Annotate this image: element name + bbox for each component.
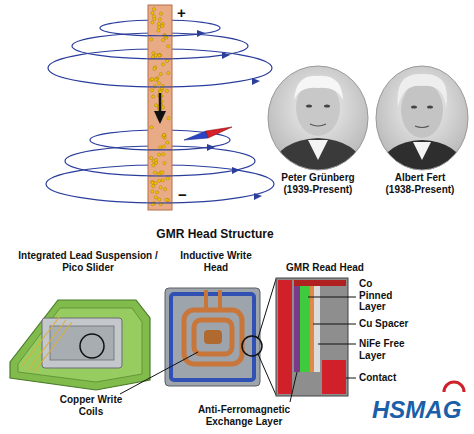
part-name: Inductive Write Head: [180, 250, 252, 273]
charge-dot: [154, 196, 157, 199]
part-name: GMR Read Head: [270, 262, 380, 274]
charge-dot: [152, 95, 155, 98]
layer-name: Co Pinned Layer: [359, 278, 403, 313]
charge-dot: [161, 171, 164, 174]
charge-dot: [156, 191, 159, 194]
charge-dot: [162, 63, 165, 66]
charge-dot: [157, 53, 160, 56]
charge-dot: [167, 45, 170, 48]
current-arrowhead: [154, 111, 166, 124]
charge-dot: [154, 78, 157, 81]
charge-dot: [158, 146, 161, 149]
charge-dot: [166, 141, 169, 144]
charge-dot: [161, 179, 164, 182]
charge-dot: [150, 89, 153, 92]
charge-dot: [166, 177, 169, 180]
charge-dot: [158, 54, 161, 57]
inductive-write-head: [165, 288, 262, 386]
charge-dot: [158, 18, 161, 21]
charge-dot: [152, 8, 155, 11]
charge-dot: [161, 106, 164, 109]
compass-needle-blue: [184, 131, 208, 140]
charge-dot: [151, 190, 154, 193]
polarity-sign: −: [178, 186, 187, 203]
charge-dot: [154, 171, 157, 174]
charge-dot: [159, 73, 162, 76]
charge-dot: [151, 78, 154, 81]
charge-dot: [162, 145, 165, 148]
charge-dot: [151, 21, 154, 24]
charge-dot: [158, 153, 161, 156]
charge-dot: [157, 29, 160, 32]
charge-dot: [162, 153, 165, 156]
wire: [148, 5, 172, 210]
charge-dot: [167, 117, 170, 120]
charge-dot: [154, 54, 157, 57]
charge-dot: [162, 133, 165, 136]
charge-dot: [150, 126, 153, 129]
charge-dot: [152, 185, 155, 188]
layer-name: Cu Spacer: [359, 318, 469, 330]
portrait-dates: (1938-Present): [368, 184, 472, 196]
part-name: Anti-Ferromagnetic Exchange Layer: [182, 404, 306, 427]
watermark: HSMAG: [372, 396, 472, 424]
section-title: GMR Head Structure: [130, 228, 300, 242]
charge-dot: [157, 82, 160, 85]
charge-dot: [150, 38, 153, 41]
portrait-dates: (1939-Present): [258, 184, 378, 196]
layer-name: NiFe Free Layer: [359, 338, 417, 361]
portrait-fert: [376, 66, 468, 175]
charge-dot: [154, 158, 157, 161]
charge-dot: [166, 60, 169, 63]
charge-dot: [151, 181, 154, 184]
charge-dot: [165, 198, 168, 201]
charge-dot: [152, 52, 155, 55]
charge-dot: [163, 162, 166, 165]
charge-dot: [159, 12, 162, 15]
charge-dot: [162, 39, 165, 42]
charge-dot: [163, 134, 166, 137]
zoom-line: [258, 279, 276, 338]
part-name: Copper Write Coils: [58, 394, 124, 417]
charge-dot: [158, 179, 161, 182]
charge-dot: [164, 188, 167, 191]
layer-name: Contact: [359, 372, 439, 384]
charge-dot: [157, 22, 160, 25]
current-arrow: [159, 93, 162, 112]
zoom-line: [258, 354, 276, 395]
charge-dot: [167, 71, 170, 74]
charge-dot: [155, 78, 158, 81]
charge-dot: [165, 89, 168, 92]
charge-dot: [154, 182, 157, 185]
leader-lines: [120, 297, 356, 402]
charge-dot: [159, 186, 162, 189]
compass-needle-red: [206, 127, 232, 138]
charge-dot: [158, 54, 161, 57]
portrait-name: Peter Grünberg: [258, 172, 378, 184]
charge-dot: [150, 156, 153, 159]
charge-dot: [153, 67, 156, 70]
charge-dot: [152, 15, 155, 18]
portrait-name: Albert Fert: [368, 172, 472, 184]
part-name: Integrated Lead Suspension / Pico Slider: [8, 250, 168, 273]
polarity-sign: +: [177, 4, 186, 21]
charge-dot: [161, 24, 164, 27]
field-arrowheads: [197, 30, 262, 200]
charge-dot: [158, 198, 161, 201]
portrait-grunberg: [268, 66, 368, 175]
logo-mark: [444, 382, 464, 392]
field-lines-front: [148, 36, 172, 203]
pico-slider: [10, 300, 150, 390]
charge-dot: [151, 12, 154, 15]
charge-dot: [154, 104, 157, 107]
gmr-read-head: [276, 278, 348, 396]
charge-dot: [152, 164, 155, 167]
charge-dot: [151, 181, 154, 184]
